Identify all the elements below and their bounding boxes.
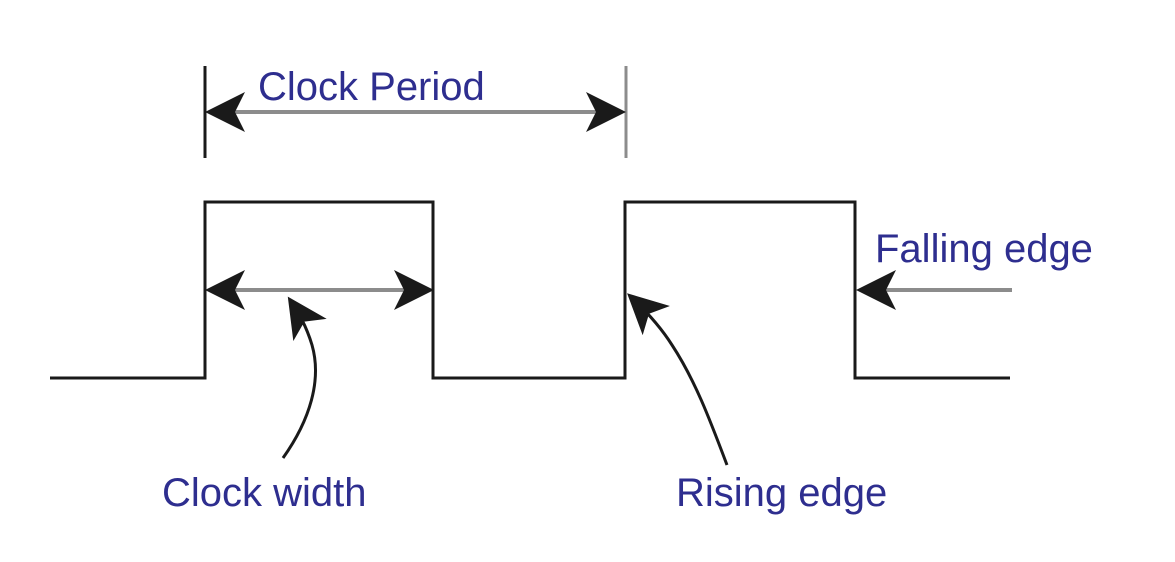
- clock-width-pointer: [281, 296, 327, 459]
- falling-edge-label: Falling edge: [875, 227, 1093, 271]
- rising-edge-label: Rising edge: [676, 471, 887, 515]
- clock-period-label: Clock Period: [258, 65, 485, 109]
- rising-edge-pointer: [627, 293, 729, 466]
- clock-width-label: Clock width: [162, 471, 367, 515]
